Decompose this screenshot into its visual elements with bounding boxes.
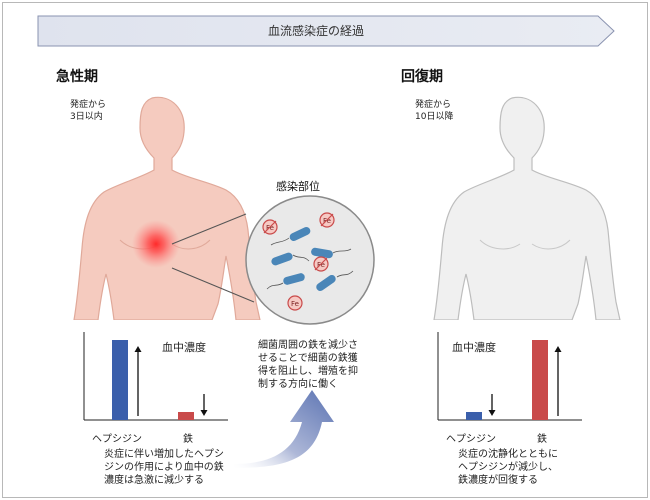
iron-icon: Fe: [287, 295, 303, 311]
iron-blocked-icon: Fe: [313, 256, 329, 272]
curved-arrow: [234, 390, 334, 468]
acute-caption-line-2: ジンの作用により血中の鉄: [104, 462, 224, 473]
recovery-chart-title: 血中濃度: [452, 341, 496, 354]
acute-caption-line-1: 炎症に伴い増加したヘプシ: [104, 449, 224, 460]
iron-blocked-icon: Fe: [262, 219, 278, 235]
recovery-category-iron: 鉄: [537, 434, 547, 445]
acute-concentration-chart: [83, 332, 228, 421]
recovery-caption-line-1: 炎症の沈静化とともに: [458, 449, 558, 460]
iron-label: Fe: [323, 217, 331, 225]
iron-label: Fe: [291, 300, 299, 308]
recovery-caption-line-3: 鉄濃度が回復する: [458, 475, 538, 486]
bacterium: [316, 274, 336, 292]
timeline-arrow: [37, 15, 615, 47]
timeline-label: 血流感染症の経過: [267, 24, 364, 38]
recovery-onset-line-1: 発症から: [415, 100, 452, 110]
infection-site-circle: Fe Fe Fe Fe: [245, 195, 375, 325]
bacterium: [271, 252, 293, 266]
acute-onset-note: 発症から 3日以内: [70, 99, 106, 123]
acute-onset-line-1: 発症から: [70, 100, 107, 110]
acute-category-hepcidin: ヘプシジン: [92, 434, 142, 445]
iron-label: Fe: [317, 261, 325, 269]
trend-arrow-up-icon: [554, 346, 562, 416]
inflammation-glow: [132, 220, 180, 268]
recovery-category-hepcidin: ヘプシジン: [446, 434, 496, 445]
bacterium: [289, 227, 311, 241]
bacterium: [283, 273, 305, 285]
acute-phase-title: 急性期: [56, 69, 98, 85]
trend-arrow-up-icon: [134, 346, 142, 416]
recovery-onset-line-2: 10日以降: [415, 112, 454, 122]
iron-label: Fe: [266, 224, 274, 232]
infection-note-line-4: 制する方向に働く: [258, 379, 338, 390]
recovery-caption-line-2: ヘプシジンが減少し、: [458, 462, 558, 473]
trend-arrow-down-icon: [200, 394, 208, 416]
acute-chart-title: 血中濃度: [162, 341, 206, 354]
bar-hepcidin: [466, 412, 482, 420]
acute-caption-line-3: 濃度は急激に減少する: [104, 475, 204, 486]
infection-note-line-1: 細菌周囲の鉄を減少さ: [258, 340, 358, 351]
bar-iron: [532, 340, 548, 420]
infection-note-line-2: せることで細菌の鉄獲: [258, 353, 358, 364]
infection-note-line-3: 得を阻止し、増殖を抑: [258, 366, 358, 377]
recovery-patient-body: [433, 96, 621, 320]
iron-blocked-icon: Fe: [319, 212, 335, 228]
recovery-onset-note: 発症から 10日以降: [415, 99, 453, 123]
acute-onset-line-2: 3日以内: [70, 112, 103, 122]
recovery-phase-title: 回復期: [401, 69, 443, 85]
trend-arrow-down-icon: [488, 394, 496, 416]
bar-hepcidin: [112, 340, 128, 420]
bar-iron: [178, 412, 194, 420]
recovery-caption: 炎症の沈静化とともに ヘプシジンが減少し、 鉄濃度が回復する: [458, 448, 558, 487]
bacterium: [311, 247, 333, 259]
acute-caption: 炎症に伴い増加したヘプシ ジンの作用により血中の鉄 濃度は急激に減少する: [104, 448, 224, 487]
acute-patient-body: [73, 96, 261, 320]
acute-category-iron: 鉄: [183, 434, 193, 445]
infection-site-note: 細菌周囲の鉄を減少さ せることで細菌の鉄獲 得を阻止し、増殖を抑 制する方向に働…: [258, 339, 358, 391]
infection-site-title: 感染部位: [276, 180, 320, 193]
recovery-concentration-chart: [437, 332, 582, 421]
